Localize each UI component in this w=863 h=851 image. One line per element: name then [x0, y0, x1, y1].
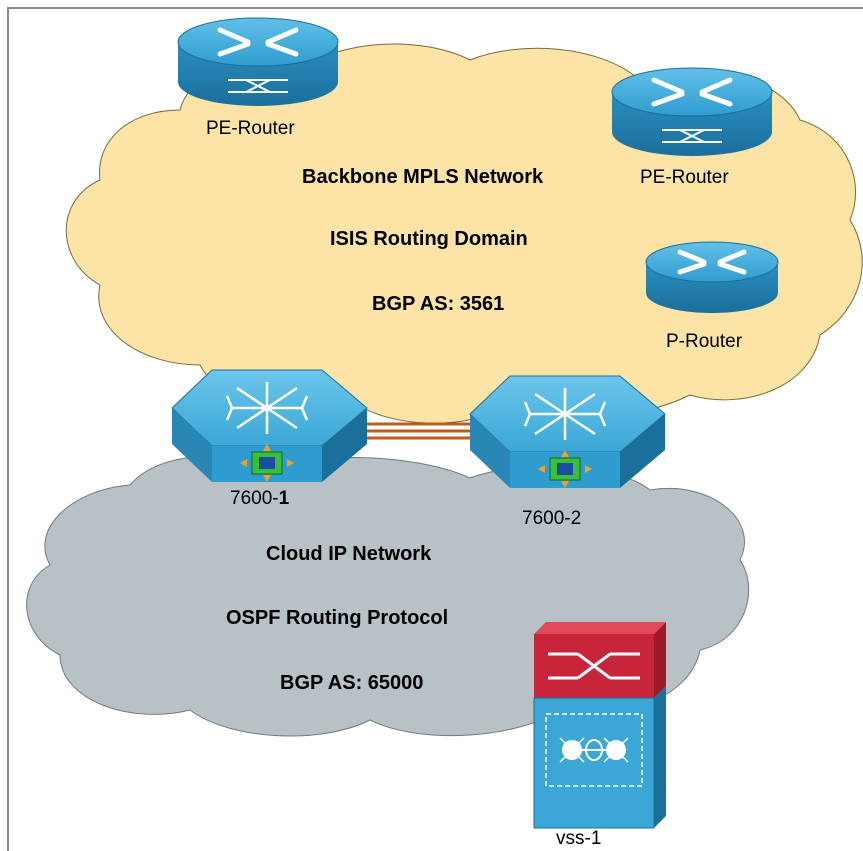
switch-7600-1[interactable]: 7600-1	[171, 369, 368, 509]
switch-7600-1-label: 7600-1	[230, 488, 290, 509]
p-router-label: P-Router	[666, 331, 743, 352]
switch-link	[365, 422, 475, 440]
switch-7600-2[interactable]: 7600-2	[469, 375, 666, 529]
pe-router-1-label: PE-Router	[206, 118, 295, 139]
ip-cloud-routing: OSPF Routing Protocol	[226, 607, 448, 629]
backbone-bgp: BGP AS: 3561	[372, 293, 504, 315]
backbone-routing: ISIS Routing Domain	[330, 228, 528, 250]
p-router[interactable]: P-Router	[645, 241, 779, 352]
pe-router-1[interactable]: PE-Router	[177, 17, 339, 139]
pe-router-2-label: PE-Router	[640, 167, 729, 188]
router-icon	[611, 67, 773, 156]
router-icon	[177, 17, 339, 106]
ip-cloud-bgp: BGP AS: 65000	[280, 672, 423, 694]
pe-router-2[interactable]: PE-Router	[611, 67, 773, 188]
multilayer-switch-icon	[171, 369, 368, 482]
vss-1-switch[interactable]: vss-1	[533, 622, 666, 849]
vss-switch-icon	[533, 622, 666, 829]
diagram-frame	[7, 7, 863, 851]
backbone-title: Backbone MPLS Network	[302, 166, 544, 188]
ip-cloud-title: Cloud IP Network	[266, 543, 432, 565]
router-icon	[645, 241, 779, 313]
multilayer-switch-icon	[469, 375, 666, 488]
switch-7600-2-label: 7600-2	[522, 508, 581, 529]
vss-1-label: vss-1	[556, 828, 601, 849]
